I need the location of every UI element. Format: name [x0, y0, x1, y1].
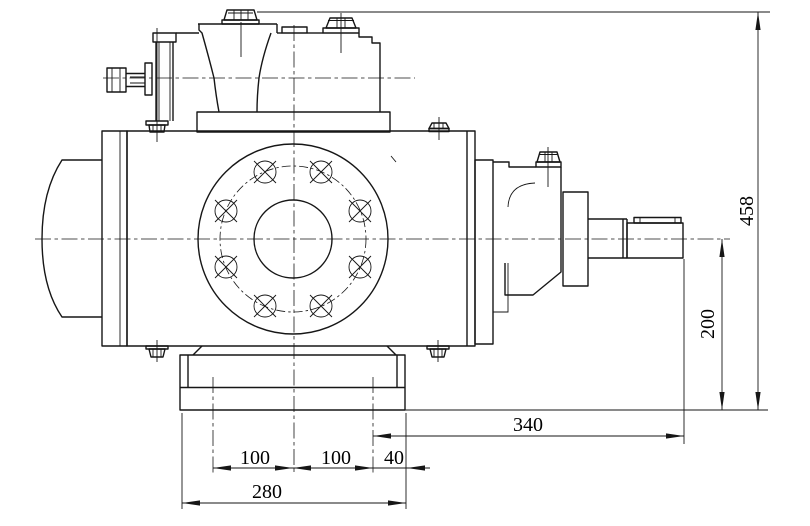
flange-bore-circle [253, 199, 333, 279]
plate-corner-chamfer [390, 155, 397, 163]
dim-text-100-left: 100 [240, 447, 270, 469]
side-plug-assembly [106, 28, 199, 142]
valve-bolt-right [322, 13, 360, 53]
dim-text-280: 280 [252, 481, 282, 503]
pedestal-chamfer-left [192, 345, 203, 356]
plug-boss [144, 62, 153, 96]
housing-bolt [535, 147, 562, 187]
bracket-cap [152, 32, 177, 43]
drive-shaft [588, 216, 684, 259]
flange-outer-circle [197, 143, 389, 335]
casing-body [126, 130, 476, 347]
base-pedestal [179, 345, 406, 411]
shaft-step [588, 218, 627, 259]
dim-text-100-right: 100 [321, 447, 351, 469]
casing-bolt-bottom-left [145, 340, 169, 362]
end-dome-cap [41, 159, 102, 318]
dim-text-458: 458 [736, 196, 758, 226]
valve-right-step-profile [358, 33, 381, 112]
pump-casing [41, 111, 476, 362]
bracket-bolt [145, 28, 169, 142]
suction-flange [197, 143, 389, 335]
dim-total-height: 458 [736, 12, 761, 410]
plug-thread-lines [130, 76, 145, 84]
dimensions: 458 200 340 100 100 40 [180, 11, 770, 509]
housing-fillet [507, 182, 536, 208]
plug-shank [126, 72, 145, 88]
top-valve-housing [198, 9, 381, 113]
dim-base-length: 280 [182, 481, 406, 506]
housing-flange-ring [474, 159, 494, 345]
pedestal-chamfer-right [386, 345, 397, 356]
casing-top-plate [196, 111, 391, 133]
plug-hex-head [106, 67, 127, 93]
dim-text-200: 200 [697, 309, 719, 339]
shaft-end [626, 222, 684, 259]
base-block [179, 354, 406, 411]
bearing-housing [474, 147, 589, 345]
bearing-cap-ring [562, 191, 589, 287]
casing-bolt-top-right [428, 117, 450, 140]
centerlines [35, 25, 730, 473]
valve-neck-left-profile [198, 24, 220, 113]
dim-text-40: 40 [384, 447, 404, 469]
dim-shaft-center-height: 200 [697, 239, 725, 410]
housing-top-profile [493, 161, 536, 168]
bolt-circle-centerline [219, 165, 367, 313]
dim-foot-holes: 100 100 40 [213, 447, 430, 471]
housing-inner-step [493, 263, 509, 313]
top-boss-tab [281, 26, 308, 34]
end-cover-ring [101, 130, 128, 347]
valve-neck-right-profile [256, 24, 278, 113]
dim-text-340: 340 [513, 414, 543, 436]
shaft-key [633, 216, 682, 224]
dim-shaft-overhang: 340 [373, 414, 684, 439]
housing-right-profile [504, 167, 562, 296]
valve-bolt-left [221, 9, 260, 57]
flange-bolt-holes [214, 160, 372, 318]
casing-bolt-bottom-right [426, 340, 450, 362]
